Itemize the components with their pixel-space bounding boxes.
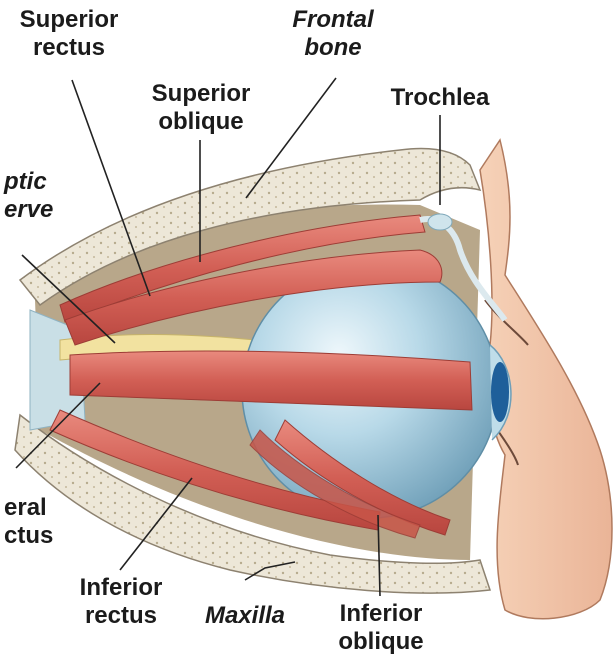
label-frontal-bone: Frontal bone (278, 6, 388, 62)
label-inferior-rectus-line2: rectus (66, 602, 176, 630)
iris (491, 362, 509, 422)
label-superior-oblique-line2: oblique (142, 108, 260, 136)
label-inferior-oblique-line1: Inferior (326, 600, 436, 628)
label-superior-rectus: Superior rectus (14, 6, 124, 62)
label-frontal-bone-line1: Frontal (278, 6, 388, 34)
label-superior-oblique-line1: Superior (142, 80, 260, 108)
label-lateral-rectus: eral ctus (4, 494, 74, 550)
label-inferior-oblique-line2: oblique (326, 628, 436, 656)
label-inferior-oblique: Inferior oblique (326, 600, 436, 656)
label-superior-rectus-line2: rectus (14, 34, 124, 62)
label-maxilla: Maxilla (190, 602, 300, 630)
label-superior-rectus-line1: Superior (14, 6, 124, 34)
label-maxilla-text: Maxilla (190, 602, 300, 630)
label-optic-nerve-line2: erve (4, 196, 74, 224)
label-superior-oblique: Superior oblique (142, 80, 260, 136)
label-inferior-rectus-line1: Inferior (66, 574, 176, 602)
label-lateral-rectus-line2: ctus (4, 522, 74, 550)
label-lateral-rectus-line1: eral (4, 494, 74, 522)
trochlea-shape (428, 214, 452, 230)
label-optic-nerve: ptic erve (4, 168, 74, 224)
label-trochlea: Trochlea (380, 84, 500, 112)
label-frontal-bone-line2: bone (278, 34, 388, 62)
label-inferior-rectus: Inferior rectus (66, 574, 176, 630)
label-trochlea-text: Trochlea (380, 84, 500, 112)
label-optic-nerve-line1: ptic (4, 168, 74, 196)
